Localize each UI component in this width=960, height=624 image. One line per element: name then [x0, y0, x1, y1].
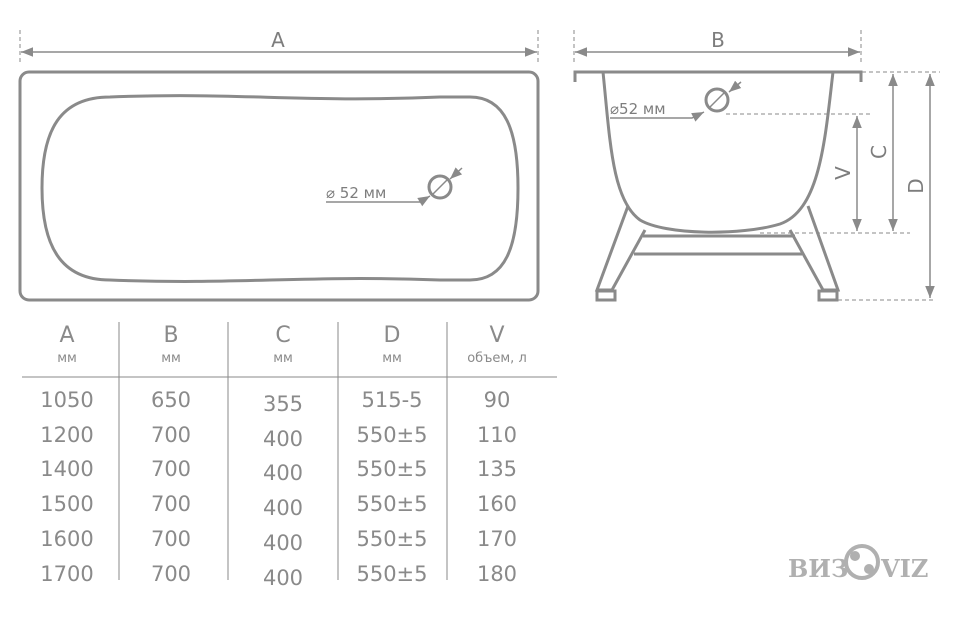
- table-cell: 160: [477, 492, 517, 516]
- table-cell: 110: [477, 423, 517, 447]
- table-cell: 700: [151, 492, 191, 516]
- table-cell: 135: [477, 457, 517, 481]
- table-cell: 515-5: [361, 388, 422, 412]
- table-cell: 400: [263, 461, 303, 485]
- dimension-d-label: D: [904, 178, 928, 193]
- table-cell: 180: [477, 562, 517, 586]
- tub-outer-rim: [18, 70, 540, 302]
- table-cell: 400: [263, 427, 303, 451]
- column-header-unit: объем, л: [467, 351, 527, 366]
- column-header-letter: A: [59, 323, 74, 348]
- table-cell: 700: [151, 457, 191, 481]
- column-header-letter: D: [384, 323, 401, 348]
- side-view: B ⌀52 мм V C D: [573, 28, 940, 302]
- table-cell: 650: [151, 388, 191, 412]
- brand-logo: ВИЗ VIZ: [788, 544, 928, 583]
- side-overflow-hole-icon: [704, 87, 730, 113]
- table-cell: 90: [484, 388, 511, 412]
- column-header-letter: B: [163, 323, 178, 348]
- column-header-unit: мм: [273, 351, 293, 366]
- tub-rim: [573, 70, 863, 82]
- side-drain-label: ⌀52 мм: [610, 100, 666, 118]
- column-header-letter: V: [489, 323, 504, 348]
- table-cell: 1600: [40, 527, 93, 551]
- dimension-b-label: B: [711, 28, 725, 52]
- tub-inner-basin: [40, 94, 520, 283]
- right-leg: [788, 205, 841, 292]
- column-header-letter: C: [275, 323, 290, 348]
- column-header-unit: мм: [161, 351, 181, 366]
- table-cell: 550±5: [356, 562, 427, 586]
- column-header-unit: мм: [57, 351, 77, 366]
- logo-text-left: ВИЗ: [788, 554, 848, 583]
- column-header-unit: мм: [382, 351, 402, 366]
- table-cell: 550±5: [356, 492, 427, 516]
- top-view: A ⌀ 52 мм: [18, 28, 540, 302]
- logo-text-right: VIZ: [880, 554, 928, 583]
- table-cell: 1050: [40, 388, 93, 412]
- table-cell: 400: [263, 566, 303, 590]
- table-cell: 1500: [40, 492, 93, 516]
- overflow-hole-icon: [427, 174, 453, 200]
- table-cell: 355: [263, 392, 303, 416]
- dimension-c-label: C: [867, 145, 891, 159]
- table-cell: 700: [151, 527, 191, 551]
- table-cell: 700: [151, 562, 191, 586]
- table-cell: 400: [263, 531, 303, 555]
- table-cell: 1700: [40, 562, 93, 586]
- table-cell: 400: [263, 496, 303, 520]
- table-cell: 550±5: [356, 527, 427, 551]
- table-cell: 550±5: [356, 423, 427, 447]
- table-cell: 170: [477, 527, 517, 551]
- table-cell: 700: [151, 423, 191, 447]
- dimension-v-label: V: [831, 166, 855, 180]
- table-cell: 1200: [40, 423, 93, 447]
- top-drain-label: ⌀ 52 мм: [326, 184, 386, 202]
- table-cell: 550±5: [356, 457, 427, 481]
- dimension-a-label: A: [271, 28, 285, 52]
- table-cell: 1400: [40, 457, 93, 481]
- tub-body: [601, 71, 835, 234]
